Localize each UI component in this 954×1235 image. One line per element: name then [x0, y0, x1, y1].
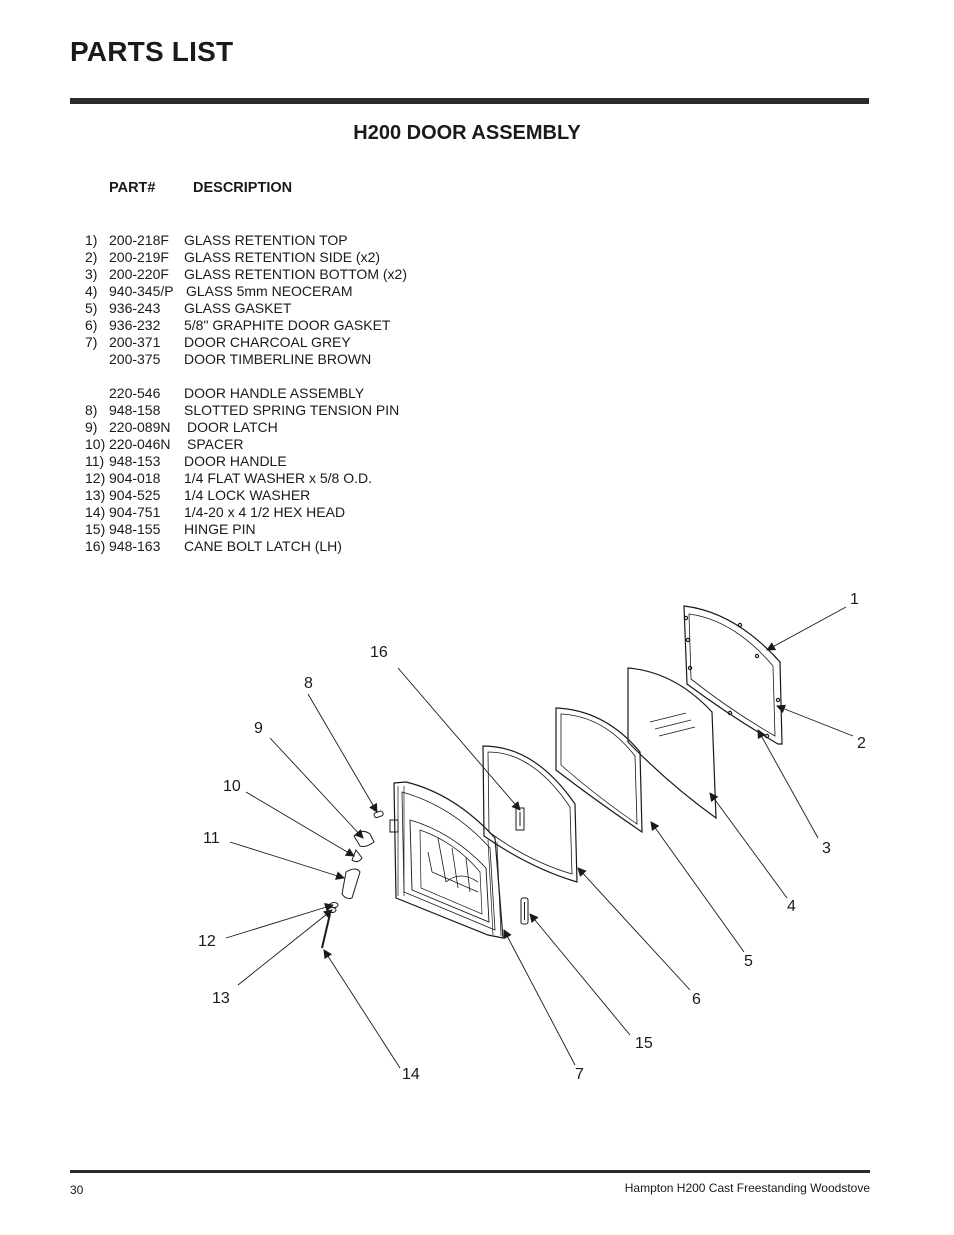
callout-2: 2	[857, 735, 866, 752]
handle-hardware	[321, 810, 384, 949]
hinge-pin	[520, 897, 529, 925]
footer-rule	[70, 1170, 870, 1173]
callout-16: 16	[370, 644, 388, 661]
part-number-label: 8)	[85, 402, 98, 418]
part-description: 5/8" GRAPHITE DOOR GASKET	[184, 317, 391, 333]
section-title: H200 DOOR ASSEMBLY	[353, 122, 581, 144]
part-number-label: 14)	[85, 504, 106, 520]
part-number-label: 4)	[85, 283, 98, 299]
callout-3: 3	[822, 840, 831, 857]
part-description: 1/4 FLAT WASHER x 5/8 O.D.	[184, 470, 373, 486]
part-description: DOOR CHARCOAL GREY	[184, 334, 351, 350]
part-number-label: 1)	[85, 232, 98, 248]
part-description: GLASS RETENTION BOTTOM (x2)	[184, 266, 407, 282]
part-number-label: 5)	[85, 300, 98, 316]
part-code: 200-218F	[109, 232, 169, 248]
part-description: 1/4 LOCK WASHER	[184, 487, 311, 503]
part-code: 220-046N	[109, 436, 171, 452]
part-description: SLOTTED SPRING TENSION PIN	[184, 402, 400, 418]
document-title: Hampton H200 Cast Freestanding Woodstove	[624, 1181, 870, 1195]
leader-lines	[225, 606, 854, 1069]
part-code: 948-153	[109, 453, 161, 469]
part-code: 940-345/P	[109, 283, 174, 299]
part-code: 220-089N	[109, 419, 171, 435]
callout-9: 9	[254, 720, 263, 737]
part-description: HINGE PIN	[184, 521, 256, 537]
page-title: PARTS LIST	[70, 36, 234, 67]
part-number-label: 7)	[85, 334, 98, 350]
part-description: GLASS GASKET	[184, 300, 292, 316]
part-description: DOOR LATCH	[187, 419, 278, 435]
callout-11: 11	[203, 830, 220, 847]
part-number-label: 3)	[85, 266, 98, 282]
part-number-label: 16)	[85, 538, 106, 554]
part-description: 1/4-20 x 4 1/2 HEX HEAD	[184, 504, 346, 520]
part-description: SPACER	[187, 436, 244, 452]
callout-15: 15	[635, 1035, 653, 1052]
part-number-label: 15)	[85, 521, 106, 537]
part-code: 200-219F	[109, 249, 169, 265]
callout-5: 5	[744, 953, 753, 970]
exploded-diagram: 1 2 3 4 5 6 7 8 9 10 11 12 13 14 15 16	[198, 591, 866, 1083]
callout-8: 8	[304, 675, 313, 692]
part-number-label: 12)	[85, 470, 106, 486]
part-code: 200-371	[109, 334, 161, 350]
part-number-label: 10)	[85, 436, 106, 452]
header-rule	[70, 98, 869, 104]
callout-6: 6	[692, 991, 701, 1008]
part-code: 200-375	[109, 351, 161, 367]
column-header-description: DESCRIPTION	[193, 180, 293, 196]
part-description: DOOR TIMBERLINE BROWN	[184, 351, 372, 367]
part-code: 200-220F	[109, 266, 169, 282]
part-description: GLASS RETENTION TOP	[184, 232, 348, 248]
graphite-door-gasket	[482, 745, 578, 883]
part-code: 936-232	[109, 317, 161, 333]
part-number-label: 2)	[85, 249, 98, 265]
callout-13: 13	[212, 990, 230, 1007]
column-header-part: PART#	[109, 180, 156, 196]
part-code: 948-158	[109, 402, 161, 418]
part-description: DOOR HANDLE ASSEMBLY	[184, 385, 365, 401]
glass-gasket	[555, 707, 643, 834]
part-code: 220-546	[109, 385, 161, 401]
part-description: GLASS 5mm NEOCERAM	[186, 283, 353, 299]
part-code: 904-525	[109, 487, 161, 503]
part-description: DOOR HANDLE	[184, 453, 287, 469]
callout-4: 4	[787, 898, 796, 915]
callout-1: 1	[850, 591, 859, 608]
part-number-label: 13)	[85, 487, 106, 503]
part-code: 904-751	[109, 504, 161, 520]
glass-retention-frame	[683, 605, 783, 745]
callout-12: 12	[198, 933, 216, 950]
callout-7: 7	[575, 1066, 584, 1083]
page-number: 30	[70, 1183, 84, 1197]
part-number-label: 6)	[85, 317, 98, 333]
glass-panel	[627, 667, 717, 820]
callout-14: 14	[402, 1066, 420, 1083]
part-number-label: 9)	[85, 419, 98, 435]
callout-labels: 1 2 3 4 5 6 7 8 9 10 11 12 13 14 15 16	[198, 591, 866, 1083]
cane-bolt-latch	[515, 807, 525, 831]
part-code: 904-018	[109, 470, 161, 486]
callout-10: 10	[223, 778, 241, 795]
part-description: GLASS RETENTION SIDE (x2)	[184, 249, 381, 265]
part-code: 948-163	[109, 538, 161, 554]
door-casting	[389, 781, 504, 939]
part-description: CANE BOLT LATCH (LH)	[184, 538, 342, 554]
part-number-label: 11)	[85, 453, 105, 469]
part-code: 936-243	[109, 300, 161, 316]
part-code: 948-155	[109, 521, 161, 537]
